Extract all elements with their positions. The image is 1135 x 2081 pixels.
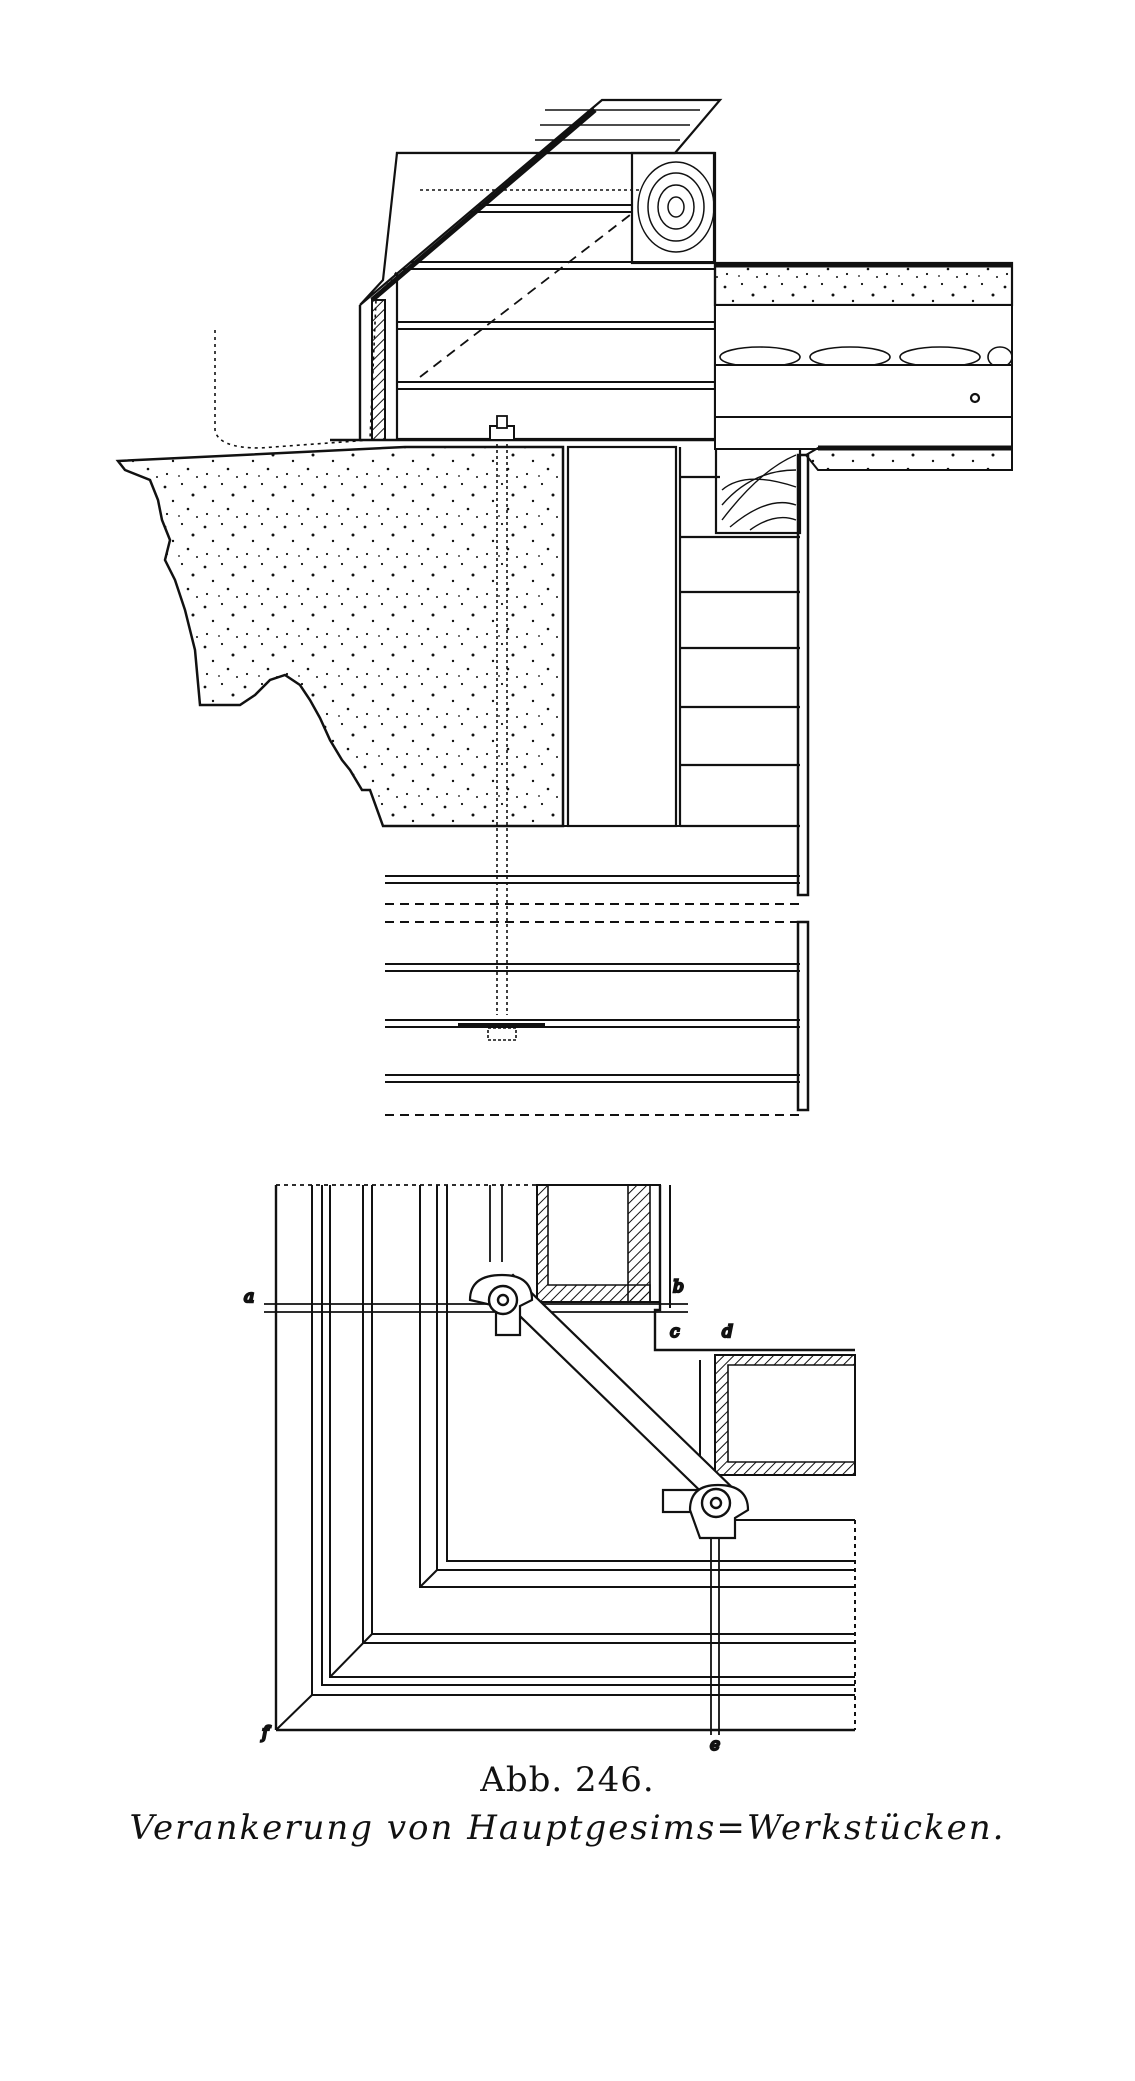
plan-label-f: f: [260, 1723, 271, 1743]
gutter-outline: [214, 269, 399, 449]
upper-anchor-clamp: [468, 1185, 534, 1337]
plan-label-a: a: [244, 1287, 254, 1307]
ceiling-construction: [713, 261, 1014, 471]
metal-flashing-right: [796, 453, 810, 897]
figure-caption: Verankerung von Hauptgesims=Werkstücken.: [129, 1808, 1006, 1848]
lower-anchor-clamp: [661, 1483, 750, 1540]
upper-block: [536, 1184, 685, 1352]
inner-stone-panel: [566, 445, 678, 828]
plan-label-d: d: [722, 1322, 733, 1342]
cornice-stone-block: [115, 445, 565, 828]
diagonal-anchor-bar: [491, 1273, 742, 1512]
figure-number: Abb. 246.: [480, 1760, 655, 1800]
moulding-lines: [275, 1185, 856, 1731]
beam-end-grain: [714, 441, 802, 535]
brick-courses: [678, 447, 800, 828]
wall-courses-below: [385, 825, 800, 1116]
cornice-plan-view: a b c d e f: [243, 1184, 856, 1756]
anchor-bolt: [458, 415, 545, 1041]
plan-label-b: b: [673, 1277, 684, 1297]
cornice-section-view: [115, 98, 1014, 1116]
plan-label-c: c: [670, 1322, 680, 1342]
plan-label-e: e: [710, 1735, 720, 1755]
